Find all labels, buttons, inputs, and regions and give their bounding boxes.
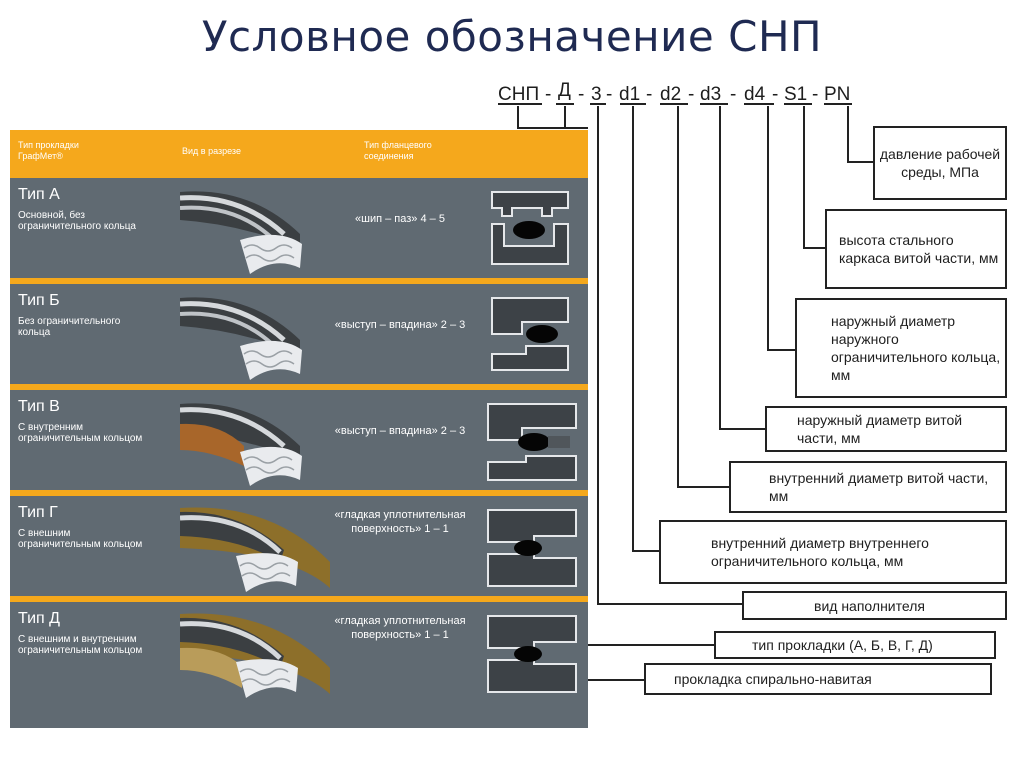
box-text: наружный диаметр наружного ограничительн…: [831, 313, 1001, 383]
box-text: давление рабочей среды, МПа: [879, 146, 1001, 180]
code-separator: -: [578, 84, 585, 105]
type-label: Тип В: [18, 398, 60, 415]
box-text: наружный диаметр витой части, мм: [797, 412, 963, 446]
header-connection: Тип фланцевого соединения: [364, 140, 432, 161]
connection-type: «шип – паз» 4 – 5: [355, 213, 445, 225]
row-type-g: Тип Г С внешним ограничительным кольцом …: [10, 490, 588, 596]
connection-type: «выступ – впадина» 2 – 3: [334, 319, 466, 331]
type-description: Основной, без ограничительного кольца: [18, 210, 136, 232]
connection-type: «гладкая уплотнительная поверхность» 1 –…: [334, 509, 466, 535]
code-filler: 3: [591, 84, 602, 105]
code-separator: -: [545, 84, 552, 105]
row-type-d: Тип Д С внешним и внутренним ограничител…: [10, 596, 588, 702]
box-text: вид наполнителя: [814, 597, 925, 614]
flange-diagram: [487, 403, 577, 481]
cross-section-image: [180, 507, 330, 592]
type-description: С внешним ограничительным кольцом: [18, 528, 143, 550]
box-inner-ring-id: внутренний диаметр внутреннего ограничит…: [659, 520, 1007, 584]
code-d: Д: [558, 80, 571, 101]
flange-diagram: [491, 191, 569, 265]
box-winding-id: внутренний диаметр витой части, мм: [729, 461, 1007, 513]
cross-section-image: [180, 191, 302, 274]
box-frame-height: высота стального каркаса витой части, мм: [825, 209, 1007, 289]
type-label: Тип Д: [18, 610, 60, 627]
code-separator: -: [606, 84, 613, 105]
row-type-v: Тип В С внутренним ограничительным кольц…: [10, 384, 588, 490]
code-snp: СНП: [498, 84, 540, 105]
code-d4: d4: [744, 84, 766, 105]
cross-section-image: [180, 403, 302, 486]
code-separator: -: [812, 84, 819, 105]
box-text: прокладка спирально-навитая: [674, 671, 872, 687]
code-d3: d3: [700, 84, 722, 105]
code-separator: -: [772, 84, 779, 105]
box-pressure: давление рабочей среды, МПа: [873, 126, 1007, 200]
gasket-types-table: Тип прокладки ГрафМет® Вид в разрезе Тип…: [10, 130, 588, 728]
header-section: Вид в разрезе: [182, 146, 241, 156]
cross-section-image: [180, 297, 302, 380]
box-filler: вид наполнителя: [742, 591, 1007, 620]
box-text: тип прокладки (А, Б, В, Г, Д): [752, 637, 933, 653]
header-type: Тип прокладки ГрафМет®: [18, 140, 79, 161]
type-label: Тип А: [18, 186, 60, 203]
type-label: Тип Б: [18, 292, 60, 309]
row-type-b: Тип Б Без ограничительного кольца «высту…: [10, 278, 588, 384]
code-separator: -: [688, 84, 695, 105]
box-text: внутренний диаметр витой части, мм: [769, 470, 989, 504]
type-description: С внешним и внутренним ограничительным к…: [18, 634, 143, 656]
cross-section-image: [180, 613, 330, 698]
code-s1: S1: [784, 84, 808, 105]
table-header: Тип прокладки ГрафМет® Вид в разрезе Тип…: [10, 130, 588, 172]
box-spiral-wound: прокладка спирально-навитая: [644, 663, 992, 695]
connection-type: «гладкая уплотнительная поверхность» 1 –…: [334, 615, 466, 641]
box-winding-od: наружный диаметр витой части, мм: [765, 406, 1007, 452]
box-outer-ring-od: наружный диаметр наружного ограничительн…: [795, 298, 1007, 398]
code-separator: -: [730, 84, 737, 105]
page-title: Условное обозначение СНП: [201, 12, 823, 61]
code-pn: PN: [824, 84, 851, 105]
row-type-a: Тип А Основной, без ограничительного кол…: [10, 172, 588, 278]
connection-type: «выступ – впадина» 2 – 3: [334, 425, 466, 437]
code-d2: d2: [660, 84, 682, 105]
code-separator: -: [646, 84, 653, 105]
box-text: внутренний диаметр внутреннего ограничит…: [711, 535, 929, 569]
code-d1: d1: [619, 84, 641, 105]
type-label: Тип Г: [18, 504, 58, 521]
flange-diagram: [487, 509, 577, 587]
flange-diagram: [491, 297, 569, 371]
flange-diagram: [487, 615, 577, 693]
type-description: Без ограничительного кольца: [18, 316, 121, 338]
box-gasket-type: тип прокладки (А, Б, В, Г, Д): [714, 631, 996, 659]
type-description: С внутренним ограничительным кольцом: [18, 422, 143, 444]
box-text: высота стального каркаса витой части, мм: [839, 232, 999, 266]
